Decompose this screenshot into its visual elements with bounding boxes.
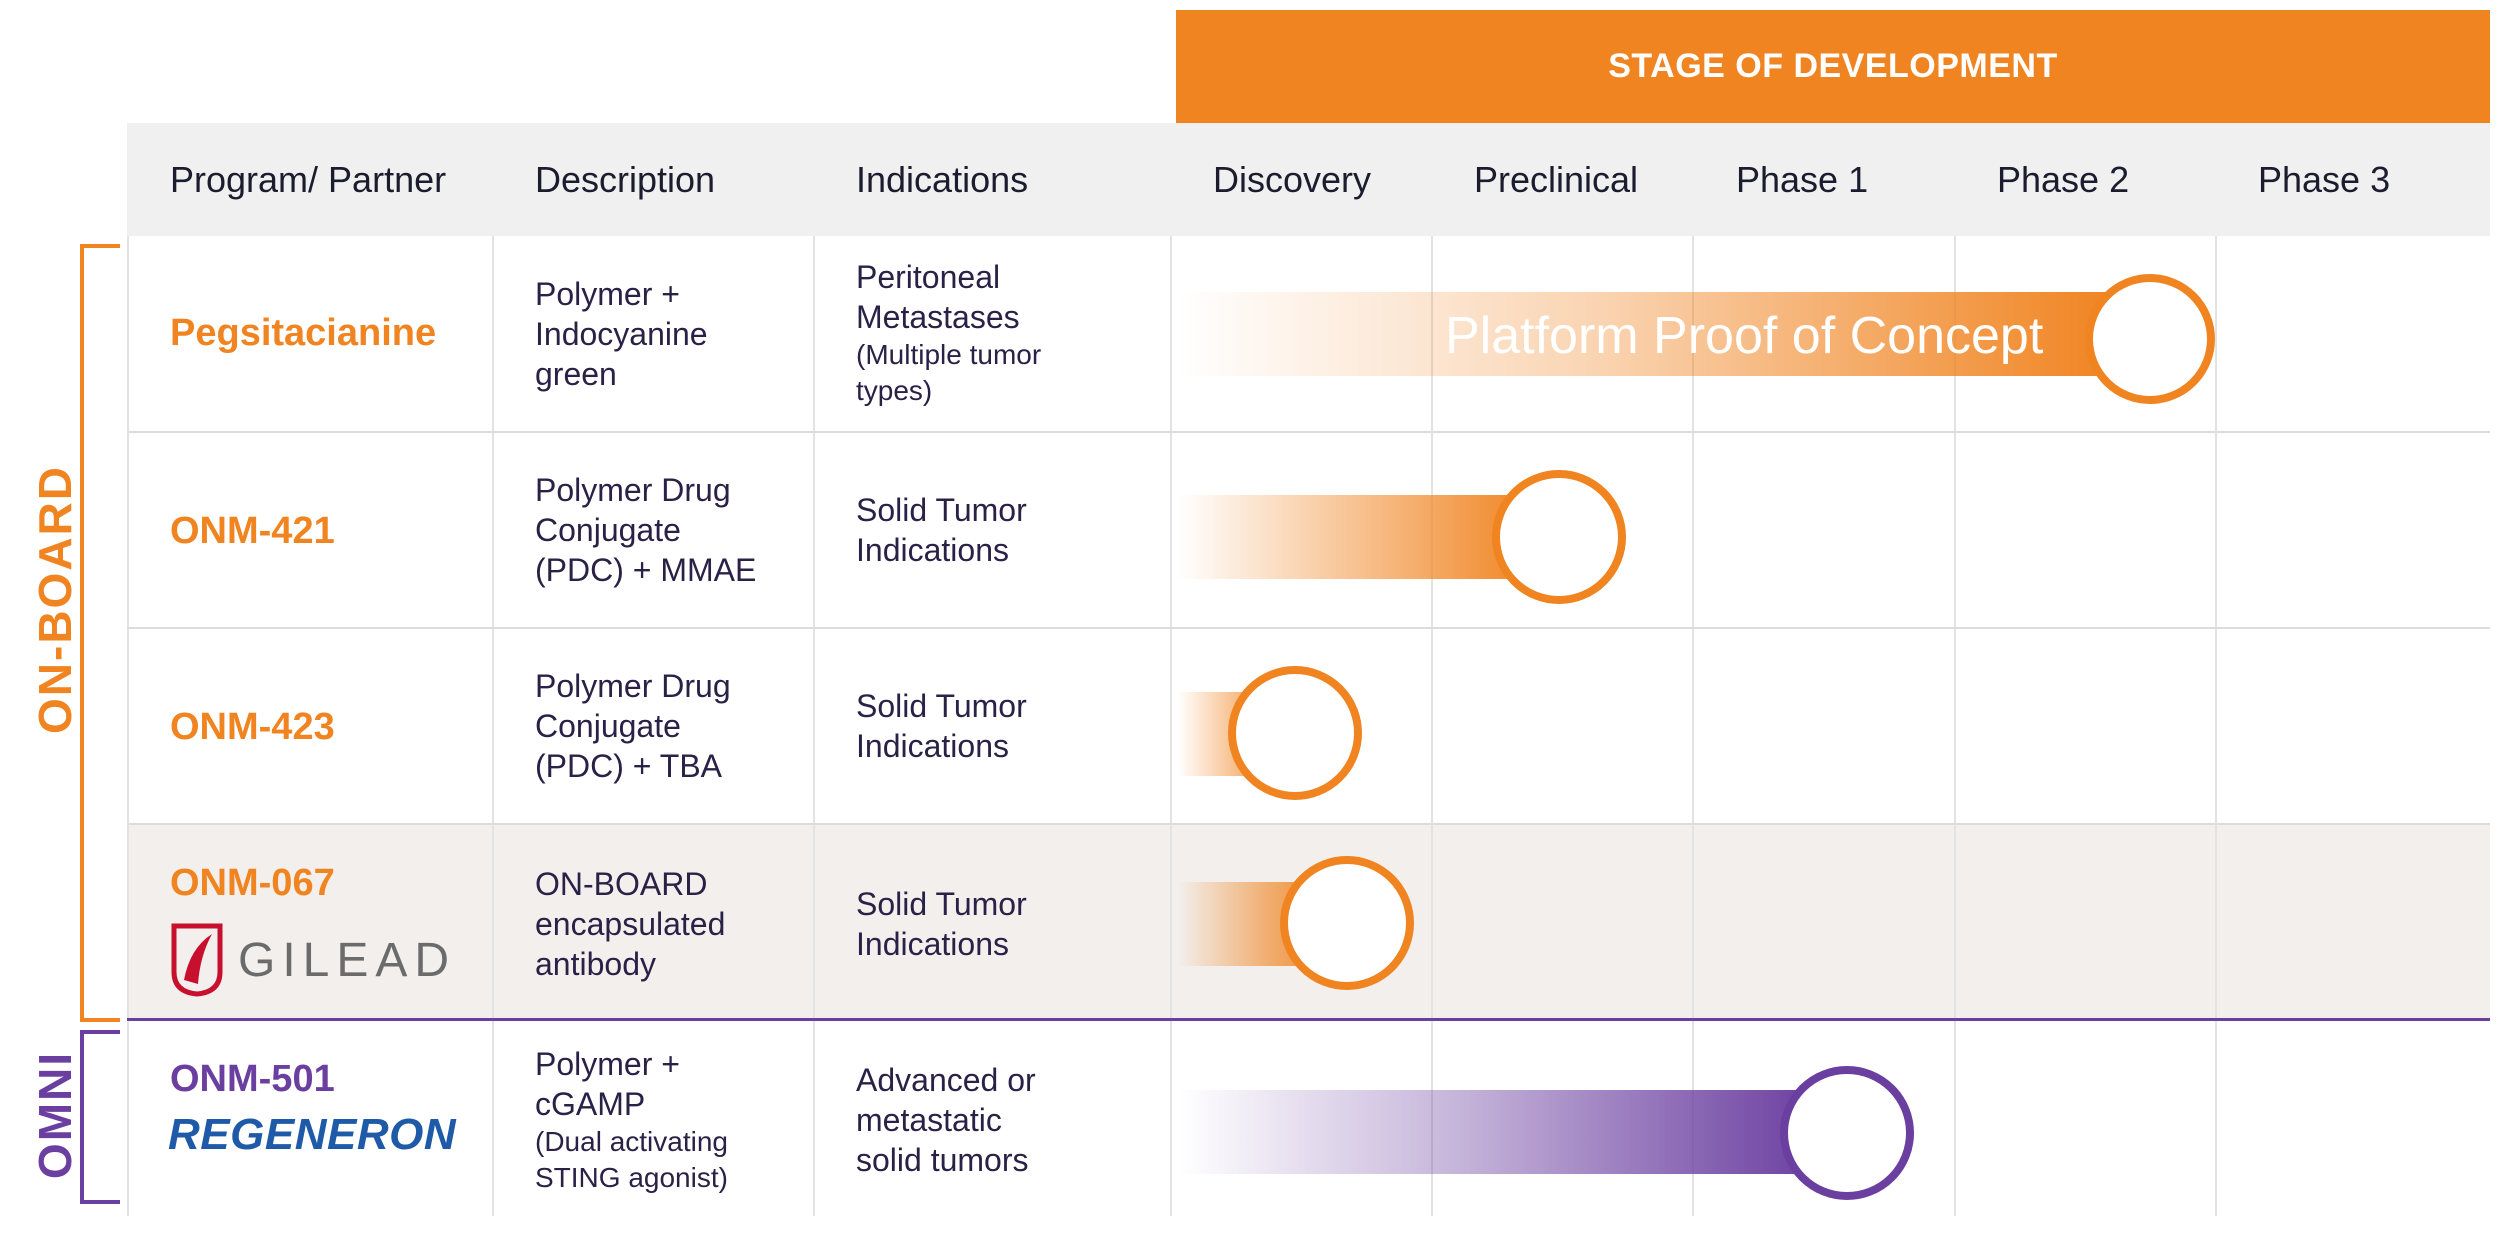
partner-logo-regeneron: REGENERON (168, 1110, 457, 1159)
header-phase-3: Phase 3 (2258, 158, 2391, 200)
progress-marker (1780, 1066, 1914, 1200)
group-label-omni: OMNI (29, 1050, 81, 1180)
partner-logo-gilead: GILEAD (168, 922, 456, 998)
group-label-onboard: ON-BOARD (29, 465, 81, 734)
description-note: (Dual activating (535, 1126, 728, 1157)
description: ON-BOARD encapsulated antibody (535, 864, 725, 984)
description: Polymer Drug Conjugate (PDC) + MMAE (535, 470, 756, 590)
description-line: Conjugate (535, 708, 681, 744)
table-header-row (127, 123, 2490, 236)
description-line: Polymer + (535, 276, 680, 312)
program-name: ONM-423 (170, 706, 335, 748)
indication-line: Advanced or (856, 1062, 1036, 1098)
indication-line: Solid Tumor (856, 688, 1027, 724)
indication-line: Solid Tumor (856, 886, 1027, 922)
column-divider (1431, 236, 1433, 1216)
header-indications: Indications (856, 158, 1029, 200)
column-divider (1170, 236, 1172, 1216)
omni-bracket (80, 1030, 120, 1204)
header-phase-1: Phase 1 (1736, 158, 1869, 200)
indications: Solid Tumor Indications (856, 884, 1027, 964)
group-divider (127, 1018, 2490, 1021)
description-line: (PDC) + TBA (535, 748, 722, 784)
progress-bar-label: Platform Proof of Concept (1445, 307, 2044, 365)
progress-marker (1280, 856, 1414, 990)
indication-line: Metastases (856, 299, 1020, 335)
description-note: STING agonist) (535, 1162, 728, 1193)
description: Polymer + Indocyanine green (535, 274, 708, 394)
progress-bar (1178, 292, 2113, 376)
progress-marker (2085, 274, 2215, 404)
description-line: encapsulated (535, 906, 726, 942)
indication-line: Solid Tumor (856, 492, 1027, 528)
description-line: cGAMP (535, 1086, 646, 1122)
indication-line: metastatic (856, 1102, 1002, 1138)
description-line: ON-BOARD (535, 866, 708, 902)
stage-of-development-banner: STAGE OF DEVELOPMENT (1176, 10, 2490, 123)
program-name: ONM-501 (170, 1058, 335, 1100)
program-name: ONM-067 (170, 862, 335, 904)
header-phase-2: Phase 2 (1997, 158, 2130, 200)
partner-name: GILEAD (238, 933, 457, 987)
row-divider (127, 627, 2490, 629)
column-divider (127, 236, 129, 1216)
banner-title: STAGE OF DEVELOPMENT (1608, 47, 2058, 85)
description-line: Polymer + (535, 1046, 680, 1082)
progress-marker (1492, 470, 1626, 604)
description-line: antibody (535, 946, 656, 982)
indication-line: Indications (856, 728, 1009, 764)
indication-line: Indications (856, 532, 1009, 568)
group-brackets (80, 244, 120, 1204)
onboard-bracket (80, 244, 120, 1022)
column-divider (1954, 236, 1956, 1216)
indication-note: (Multiple tumor (856, 339, 1042, 370)
column-divider (813, 236, 815, 1216)
column-divider (1692, 236, 1694, 1216)
program-name: Pegsitacianine (170, 312, 437, 354)
description-line: Polymer Drug (535, 668, 731, 704)
description-line: Polymer Drug (535, 472, 731, 508)
header-program: Program/ Partner (170, 158, 447, 200)
header-discovery: Discovery (1213, 158, 1372, 200)
description: Polymer + cGAMP (Dual activating STING a… (535, 1044, 728, 1196)
description-line: (PDC) + MMAE (535, 552, 757, 588)
program-name: ONM-421 (170, 510, 335, 552)
indication-line: Peritoneal (856, 259, 1001, 295)
progress-bar (1178, 1090, 1818, 1174)
gilead-logo-icon (171, 923, 223, 997)
indications: Solid Tumor Indications (856, 490, 1027, 570)
header-description: Description (535, 158, 716, 200)
row-divider (127, 823, 2490, 825)
indication-note: types) (856, 375, 933, 406)
column-divider (2215, 236, 2217, 1216)
row-divider (127, 431, 2490, 433)
progress-marker (1228, 666, 1362, 800)
indication-line: Indications (856, 926, 1009, 962)
description-line: Conjugate (535, 512, 681, 548)
progress-bar (1178, 495, 1538, 579)
description: Polymer Drug Conjugate (PDC) + TBA (535, 666, 731, 786)
indication-line: solid tumors (856, 1142, 1029, 1178)
indications: Solid Tumor Indications (856, 686, 1027, 766)
indications: Advanced or metastatic solid tumors (856, 1060, 1036, 1180)
description-line: Indocyanine (535, 316, 708, 352)
header-preclinical: Preclinical (1474, 158, 1639, 200)
column-divider (492, 236, 494, 1216)
description-line: green (535, 356, 617, 392)
indications: Peritoneal Metastases (Multiple tumor ty… (856, 257, 1041, 409)
